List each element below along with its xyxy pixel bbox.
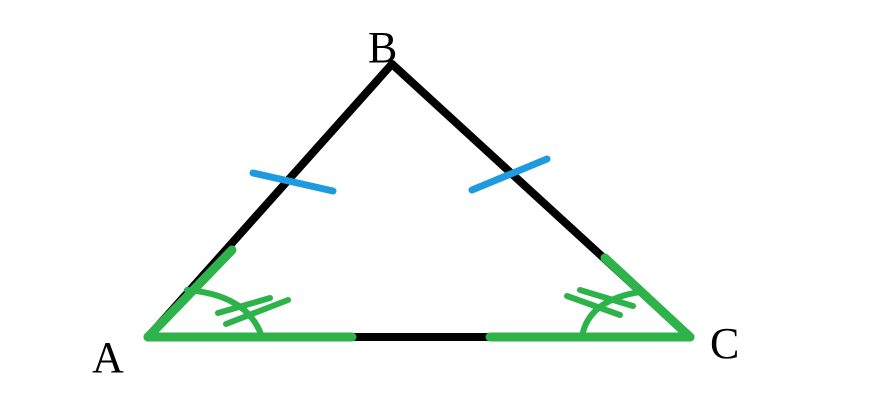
angle-a-tick-2 <box>223 297 291 327</box>
vertex-label-b: B <box>368 23 397 72</box>
side-bc-tick-mark <box>468 155 551 194</box>
angle-a-arc <box>184 287 265 340</box>
vertex-label-c: C <box>710 319 739 368</box>
angle-c-tick-1 <box>564 293 623 318</box>
angle-c-tick-2 <box>577 287 636 309</box>
angle-a-highlight <box>143 245 357 342</box>
vertex-label-a: A <box>92 333 124 382</box>
angle-a-tick-1 <box>215 295 273 316</box>
side-ab-tick-mark <box>249 169 337 195</box>
angle-c-highlight <box>485 253 695 342</box>
